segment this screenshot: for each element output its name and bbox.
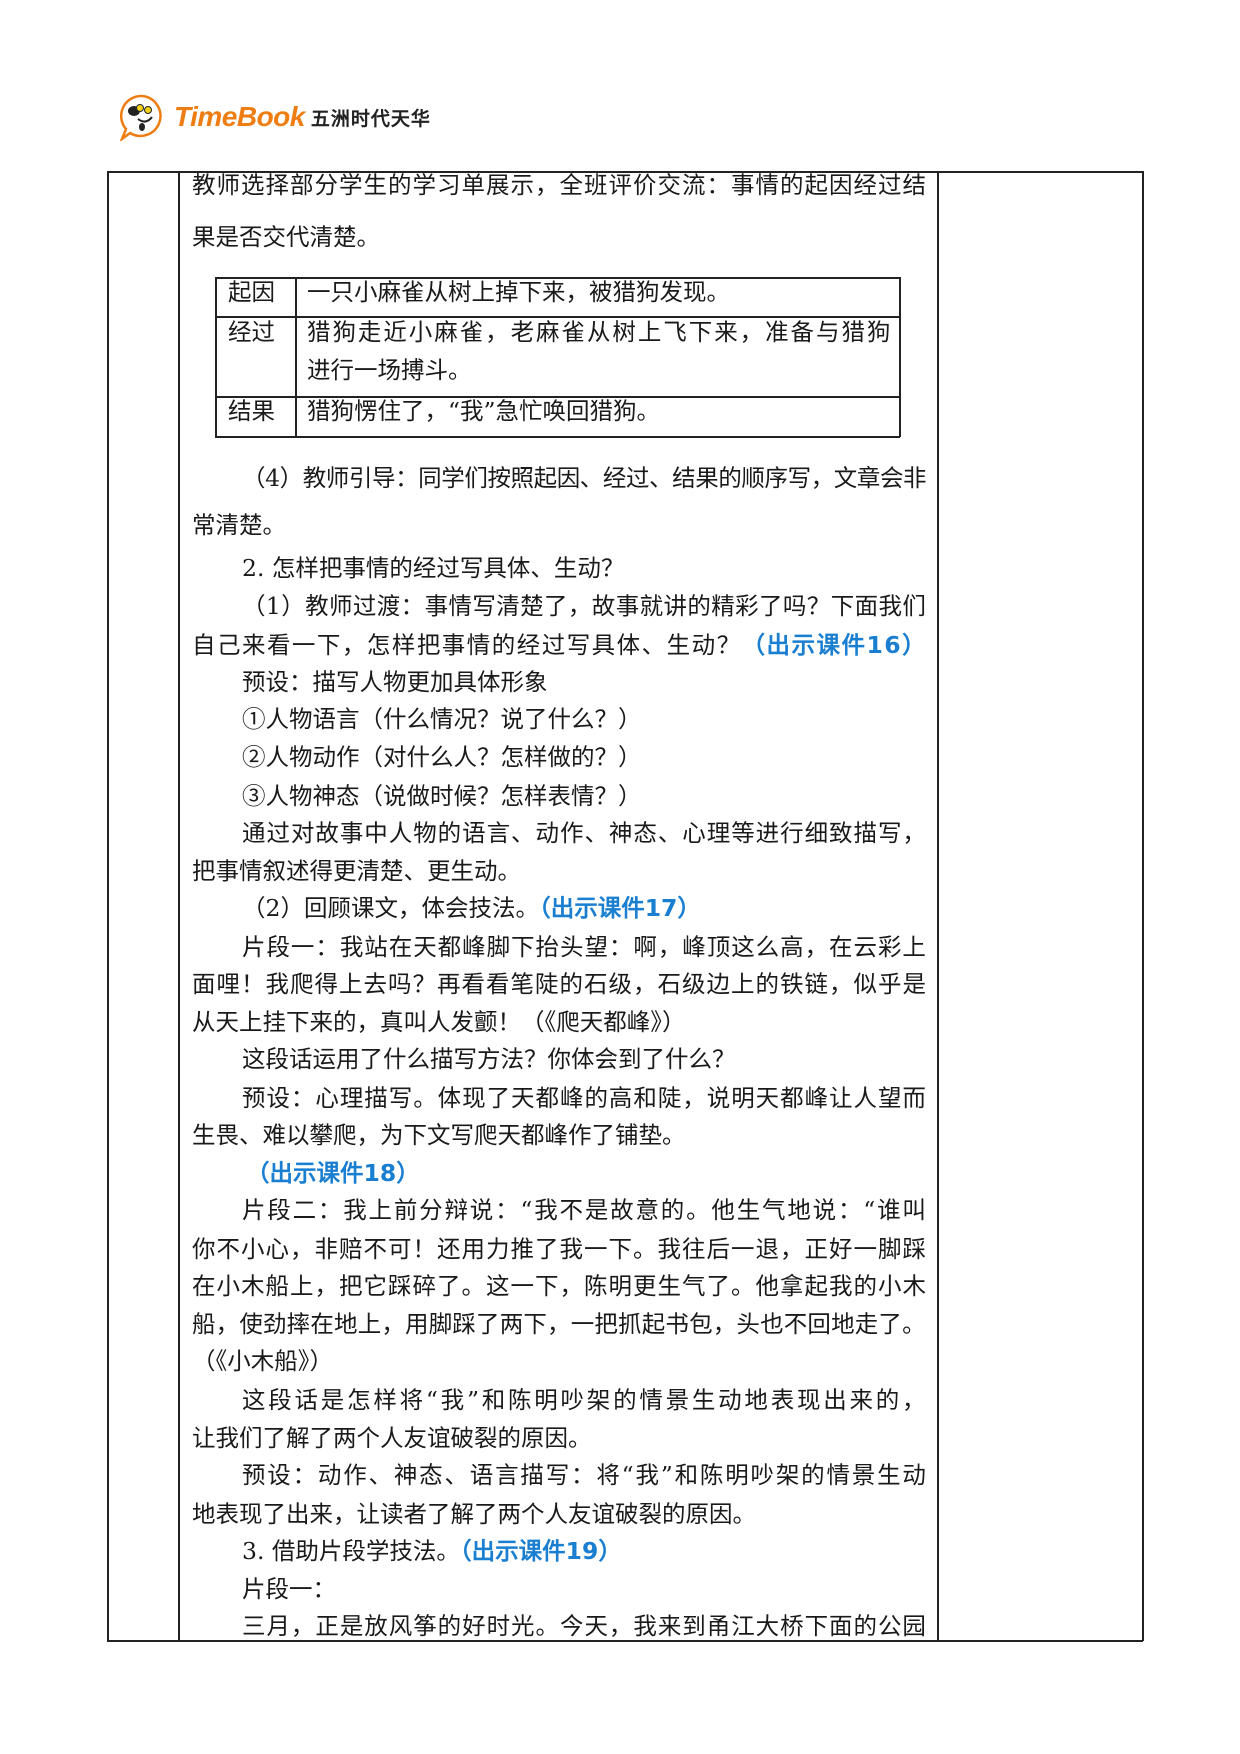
text-content: ③人物神态（说做时候？怎样表情？） [242, 782, 642, 810]
text-line: 把事情叙述得更清楚、更生动。 [192, 854, 521, 888]
text-content: 预设：描写人物更加具体形象 [242, 668, 548, 696]
table-bottom-border [107, 1640, 1143, 1642]
text-line: 片段一： [242, 1572, 336, 1606]
text-line: ②人物动作（对什么人？怎样做的？） [242, 740, 642, 774]
publisher-logo: TimeBook 五洲时代天华 [118, 92, 431, 142]
story-result-text: 猎狗愣住了，“我”急忙唤回猎狗。 [307, 397, 661, 425]
story-process-text: 进行一场搏斗。 [307, 356, 472, 384]
story-table-border [899, 277, 901, 437]
text-content: 预设：心理描写。体现了天都峰的高和陡，说明天都峰让人望而 [242, 1084, 927, 1112]
text-content: 这段话是怎样将“我”和陈明吵架的情景生动地表现出来的， [242, 1386, 929, 1414]
text-content: 生畏、难以攀爬，为下文写爬天都峰作了铺垫。 [192, 1121, 686, 1149]
text-content: （1）教师过渡：事情写清楚了，故事就讲的精彩了吗？下面我们 [242, 592, 927, 620]
story-cause-label: 起因 [228, 278, 275, 306]
table-column-divider [178, 171, 180, 1641]
logo-brand-text: TimeBook [174, 101, 305, 132]
text-line: 这段话运用了什么描写方法？你体会到了什么？ [242, 1042, 736, 1076]
text-content: 片段一：我站在天都峰脚下抬头望：啊，峰顶这么高，在云彩上 [242, 933, 927, 961]
story-process-label: 经过 [228, 318, 275, 346]
story-table-border [215, 436, 900, 438]
table-right-border [1142, 171, 1144, 1641]
text-content: 三月，正是放风筝的好时光。今天，我来到甬江大桥下面的公园 [242, 1612, 927, 1640]
story-process-text: 猎狗走近小麻雀，老麻雀从树上飞下来，准备与猎狗 [307, 318, 893, 346]
text-content: 片段二：我上前分辩说：“我不是故意的。他生气地说：“谁叫 [242, 1196, 928, 1224]
courseware-reference: （出示课件17） [538, 894, 701, 922]
text-line: （《小木船》） [192, 1344, 333, 1378]
text-content: 2. 怎样把事情的经过写具体、生动？ [242, 554, 625, 582]
story-table-border [215, 277, 900, 279]
text-line: 生畏、难以攀爬，为下文写爬天都峰作了铺垫。 [192, 1118, 686, 1152]
text-content: 片段一： [242, 1575, 336, 1603]
table-top-border [107, 171, 1143, 173]
text-content: 常清楚。 [192, 511, 286, 539]
text-content: 地表现了出来，让读者了解了两个人友谊破裂的原因。 [192, 1500, 756, 1528]
text-line: （2）回顾课文，体会技法。（出示课件17） [242, 891, 701, 925]
text-line: （1）教师过渡：事情写清楚了，故事就讲的精彩了吗？下面我们 [242, 589, 926, 623]
text-content: 在小木船上，把它踩碎了。这一下，陈明更生气了。他拿起我的小木 [192, 1272, 927, 1300]
text-content: ①人物语言（什么情况？说了什么？） [242, 705, 642, 733]
table-column-divider [937, 171, 939, 1641]
text-line: 教师选择部分学生的学习单展示，全班评价交流：事情的起因经过结 [192, 171, 927, 199]
story-result-label: 结果 [228, 397, 275, 425]
dog-mascot-icon [119, 94, 162, 141]
courseware-reference: （出示课件19） [459, 1537, 622, 1565]
text-line: 三月，正是放风筝的好时光。今天，我来到甬江大桥下面的公园 [242, 1609, 927, 1640]
story-table-border [215, 277, 217, 437]
text-line: 预设：心理描写。体现了天都峰的高和陡，说明天都峰让人望而 [242, 1081, 927, 1115]
text-content: 这段话运用了什么描写方法？你体会到了什么？ [242, 1045, 736, 1073]
text-content: 自己来看一下，怎样把事情的经过写具体、生动？ [192, 631, 742, 659]
text-content: 面哩！我爬得上去吗？再看看笔陡的石级，石级边上的铁链，似乎是 [192, 970, 927, 998]
courseware-reference: （出示课件18） [246, 1159, 420, 1187]
text-content: 船，使劲摔在地上，用脚踩了两下，一把抓起书包，头也不回地走了。 [192, 1310, 926, 1338]
story-table-border [215, 316, 900, 318]
text-content: （4）教师引导：同学们按照起因、经过、结果的顺序写，文章会非 [242, 464, 927, 492]
text-line: 常清楚。 [192, 508, 286, 542]
story-table-border [295, 277, 297, 437]
text-content: 你不小心，非赔不可！还用力推了我一下。我往后一退，正好一脚踩 [192, 1235, 927, 1263]
story-table-border [215, 396, 900, 398]
text-line: 从天上挂下来的，真叫人发颤！（《爬天都峰》） [192, 1005, 686, 1039]
text-line: ③人物神态（说做时候？怎样表情？） [242, 779, 642, 813]
text-content: （《小木船》） [192, 1347, 333, 1375]
text-line: 2. 怎样把事情的经过写具体、生动？ [242, 551, 624, 585]
text-line: （4）教师引导：同学们按照起因、经过、结果的顺序写，文章会非 [242, 461, 927, 495]
text-line: 船，使劲摔在地上，用脚踩了两下，一把抓起书包，头也不回地走了。 [192, 1307, 926, 1341]
text-line: （出示课件18） [246, 1156, 420, 1190]
text-content: 预设：动作、神态、语言描写：将“我”和陈明吵架的情景生动 [242, 1461, 928, 1489]
text-content: ②人物动作（对什么人？怎样做的？） [242, 743, 642, 771]
text-line: 片段二：我上前分辩说：“我不是故意的。他生气地说：“谁叫 [242, 1193, 928, 1227]
text-line: ①人物语言（什么情况？说了什么？） [242, 702, 642, 736]
story-cause-text: 一只小麻雀从树上掉下来，被猎狗发现。 [307, 278, 730, 306]
text-line: 面哩！我爬得上去吗？再看看笔陡的石级，石级边上的铁链，似乎是 [192, 967, 927, 1001]
text-line: 预设：描写人物更加具体形象 [242, 665, 548, 699]
text-content: 让我们了解了两个人友谊破裂的原因。 [192, 1424, 592, 1452]
logo-chinese-text: 五洲时代天华 [310, 107, 431, 130]
text-line: 预设：动作、神态、语言描写：将“我”和陈明吵架的情景生动 [242, 1458, 928, 1492]
text-line: 地表现了出来，让读者了解了两个人友谊破裂的原因。 [192, 1497, 756, 1531]
text-line: 这段话是怎样将“我”和陈明吵架的情景生动地表现出来的， [242, 1383, 928, 1417]
text-line: 3. 借助片段学技法。（出示课件19） [242, 1534, 622, 1568]
text-content: 通过对故事中人物的语言、动作、神态、心理等进行细致描写， [242, 819, 927, 847]
text-content: 从天上挂下来的，真叫人发颤！（《爬天都峰》） [192, 1008, 686, 1036]
table-left-border [107, 171, 109, 1641]
text-line: 在小木船上，把它踩碎了。这一下，陈明更生气了。他拿起我的小木 [192, 1269, 927, 1303]
text-content: 把事情叙述得更清楚、更生动。 [192, 857, 521, 885]
text-line: 片段一：我站在天都峰脚下抬头望：啊，峰顶这么高，在云彩上 [242, 930, 927, 964]
text-line: 果是否交代清楚。 [192, 223, 380, 251]
text-content: 3. 借助片段学技法。 [242, 1537, 460, 1565]
text-line: 你不小心，非赔不可！还用力推了我一下。我往后一退，正好一脚踩 [192, 1232, 927, 1266]
courseware-reference: （出示课件16） [741, 631, 928, 659]
text-line: 通过对故事中人物的语言、动作、神态、心理等进行细致描写， [242, 816, 927, 850]
text-content: （2）回顾课文，体会技法。 [242, 894, 539, 922]
text-line: 让我们了解了两个人友谊破裂的原因。 [192, 1421, 592, 1455]
text-line: 自己来看一下，怎样把事情的经过写具体、生动？（出示课件16） [192, 628, 927, 662]
